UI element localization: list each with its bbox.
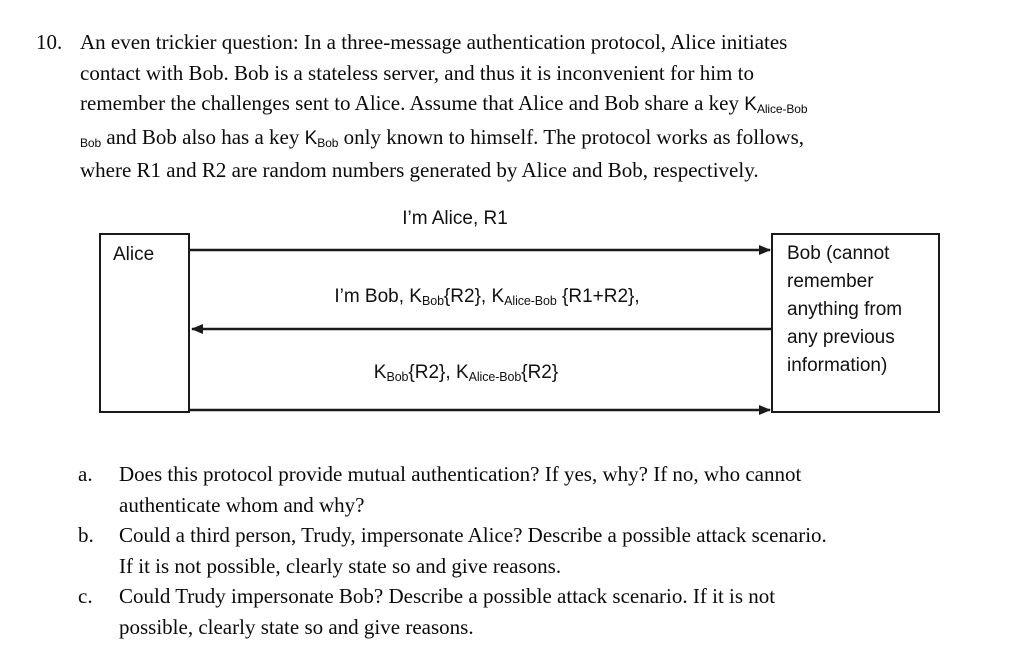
key-subscript: Bob [421, 294, 444, 308]
key-subscript-bob: Bob [317, 135, 339, 150]
subquestion-item-c: c. Could Trudy impersonate Bob? Describe… [78, 581, 988, 642]
question-line-2: contact with Bob. Bob is a stateless ser… [80, 60, 754, 85]
key-subscript: Alice-Bob [468, 370, 522, 384]
subquestion-marker-c: c. [78, 584, 93, 608]
question-line-4: Bob and Bob also has a key KBob only kno… [80, 122, 988, 156]
question-line-5: where R1 and R2 are random numbers gener… [80, 158, 759, 182]
subquestion-item-a: a. Does this protocol provide mutual aut… [78, 459, 988, 520]
bob-label-line-5: information) [787, 355, 888, 376]
key-subscript: Alice-Bob [756, 102, 808, 116]
alice-node: Alice [99, 233, 190, 413]
question-line-4-tail: only known to himself. The protocol work… [343, 124, 805, 149]
subquestion-text-b: Could a third person, Trudy, impersonate… [119, 520, 988, 581]
key-alice-bob-inline: KAlice-Bob [739, 94, 808, 116]
question-line-3-text: remember the challenges sent to Alice. A… [80, 91, 739, 115]
subquestion-marker-b: b. [78, 523, 94, 547]
key-symbol-bob: K [304, 127, 318, 149]
subquestion-marker-a: a. [78, 462, 93, 486]
subquestion-a-line-1: Does this protocol provide mutual authen… [119, 462, 802, 486]
bob-label-line-3: anything from [787, 299, 903, 320]
subquestion-text-a: Does this protocol provide mutual authen… [119, 459, 988, 520]
question-row: 10. An even trickier question: In a thre… [36, 27, 988, 186]
subquestion-a-line-2: authenticate whom and why? [119, 492, 365, 517]
subquestion-b-line-1: Could a third person, Trudy, impersonate… [119, 523, 827, 547]
key-alice-bob-continued: Bob [80, 128, 102, 150]
subquestion-item-b: b. Could a third person, Trudy, imperson… [78, 520, 988, 581]
key-subscript: Bob [386, 370, 409, 384]
message-label-2: I’m Bob, KBob{R2}, KAlice-Bob {R1+R2}, [334, 286, 640, 308]
alice-label: Alice [113, 244, 155, 265]
question-line-1: An even trickier question: In a three-me… [80, 30, 788, 54]
bob-label-line-1: Bob (cannot [787, 243, 890, 264]
bob-node: Bob (cannot remember anything from any p… [771, 233, 940, 413]
key-subscript-wrap: Bob [80, 135, 102, 150]
message-label-1: I’m Alice, R1 [402, 208, 508, 229]
subquestion-b-line-2: If it is not possible, clearly state so … [119, 553, 562, 578]
subquestion-c-line-2: possible, clearly state so and give reas… [119, 614, 474, 639]
question-block: 10. An even trickier question: In a thre… [36, 27, 988, 186]
subquestion-c-line-1: Could Trudy impersonate Bob? Describe a … [119, 584, 776, 608]
key-symbol: K [744, 94, 757, 115]
question-number: 10. [36, 30, 63, 54]
key-subscript: Alice-Bob [504, 294, 557, 308]
subquestion-list: a. Does this protocol provide mutual aut… [78, 459, 988, 642]
key-bob-inline: KBob [304, 127, 339, 150]
bob-label: Bob (cannot remember anything from any p… [773, 235, 938, 380]
bob-label-line-2: remember [787, 271, 874, 292]
question-line-3: remember the challenges sent to Alice. A… [80, 88, 988, 122]
question-line-4-text: and Bob also has a key [106, 124, 300, 149]
message-label-3: KBob{R2}, KAlice-Bob{R2} [373, 362, 559, 384]
bob-label-line-4: any previous [787, 327, 895, 348]
question-text: An even trickier question: In a three-me… [80, 27, 988, 186]
subquestion-text-c: Could Trudy impersonate Bob? Describe a … [119, 581, 988, 642]
